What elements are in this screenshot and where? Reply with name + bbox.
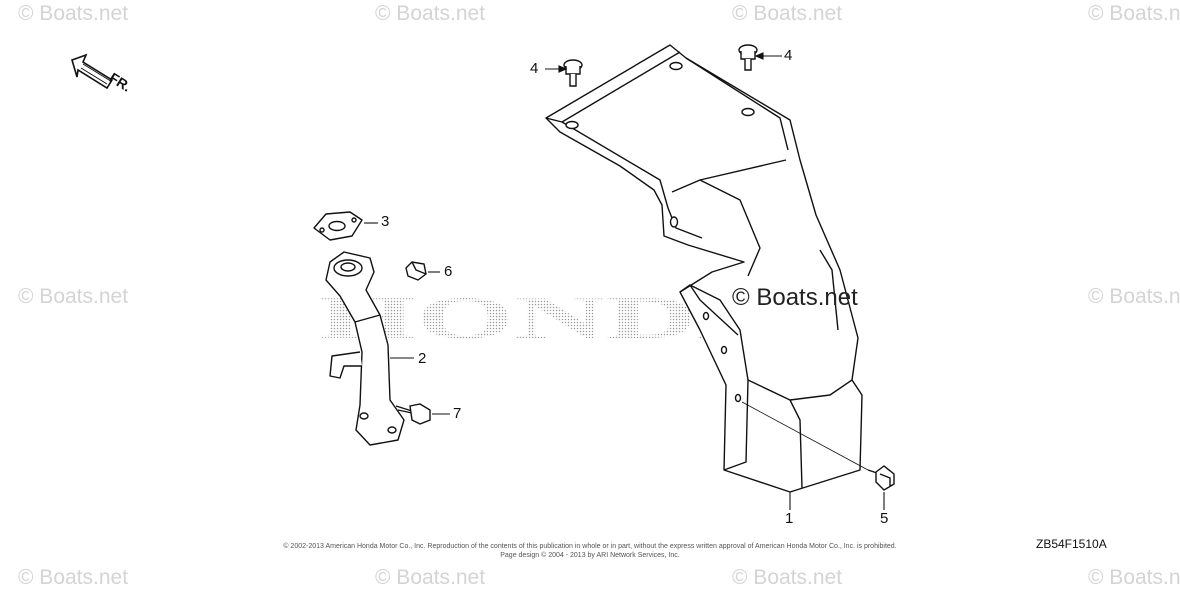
watermark: © Boats.net	[18, 285, 129, 308]
copyright-line: © 2002-2013 American Honda Motor Co., In…	[283, 543, 897, 550]
watermark: © Boats.net	[1088, 2, 1180, 25]
flange-bolt-part	[395, 403, 431, 425]
callout-number: 1	[785, 510, 794, 527]
watermark: © Boats.net	[732, 2, 843, 25]
callout-number: 2	[418, 350, 427, 367]
diagram-code: ZB54F1510A	[1036, 537, 1107, 551]
callout-number: 4	[784, 47, 793, 64]
watermark: © Boats.net	[375, 2, 486, 25]
watermark: © Boats.net	[1088, 566, 1180, 589]
callout-number: 5	[880, 510, 889, 527]
callout-number: 7	[453, 405, 462, 422]
front-direction-arrow-icon	[71, 53, 114, 90]
watermark: © Boats.net	[18, 566, 129, 589]
gasket-part	[313, 211, 363, 241]
bolt-part	[867, 465, 895, 491]
breather-tube-part	[325, 251, 405, 446]
watermark: © Boats.net	[18, 2, 129, 25]
callout-number: 3	[381, 213, 390, 230]
copyright-line: Page design © 2004 - 2013 by ARI Network…	[500, 552, 680, 559]
watermark: © Boats.net	[375, 566, 486, 589]
center-watermark: © Boats.net	[732, 284, 858, 311]
callout-number: 6	[444, 263, 453, 280]
leader-lines	[364, 52, 885, 510]
nut-part	[405, 261, 427, 281]
watermark: © Boats.net	[1088, 285, 1180, 308]
screw-part	[563, 44, 758, 87]
duct-cover-part	[545, 44, 863, 493]
callout-number: 4	[530, 60, 539, 77]
watermark: © Boats.net	[732, 566, 843, 589]
